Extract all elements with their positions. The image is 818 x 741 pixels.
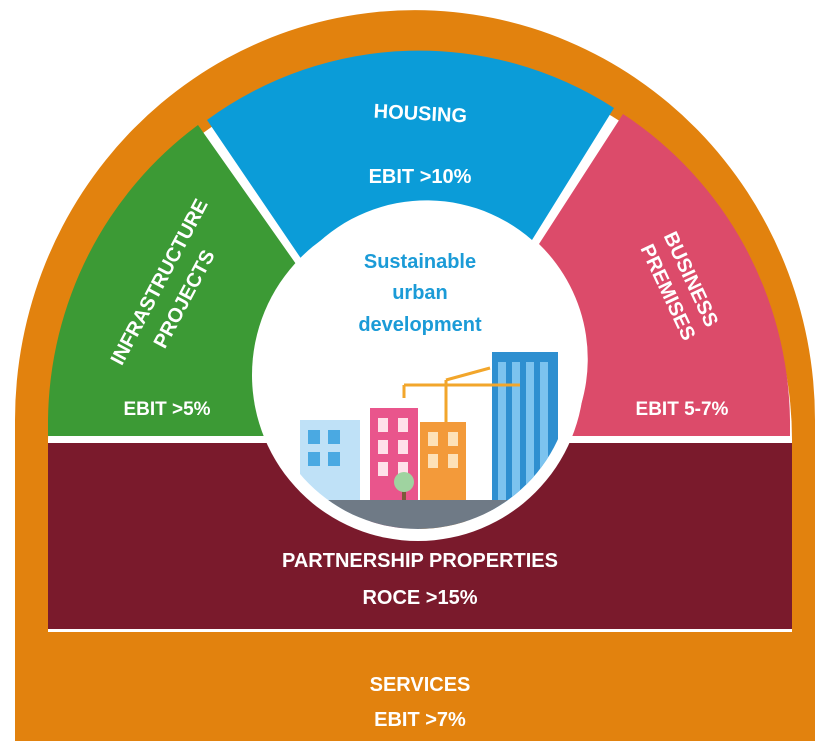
center-title-line-3: development <box>358 314 482 336</box>
housing-metric: EBIT >10% <box>369 166 472 188</box>
infrastructure-segment <box>48 125 296 436</box>
center-title-line-1: Sustainable <box>364 251 476 273</box>
business-premises-segment <box>539 114 790 436</box>
partnership-metric: ROCE >15% <box>362 587 477 609</box>
center-title-line-2: urban <box>392 282 448 304</box>
services-label: SERVICES <box>370 674 471 696</box>
housing-label: HOUSING <box>373 101 467 128</box>
housing-segment <box>207 50 614 261</box>
infrastructure-metric: EBIT >5% <box>123 399 210 420</box>
partnership-label: PARTNERSHIP PROPERTIES <box>282 550 558 572</box>
business-metric: EBIT 5-7% <box>636 399 729 420</box>
services-metric: EBIT >7% <box>374 709 466 731</box>
